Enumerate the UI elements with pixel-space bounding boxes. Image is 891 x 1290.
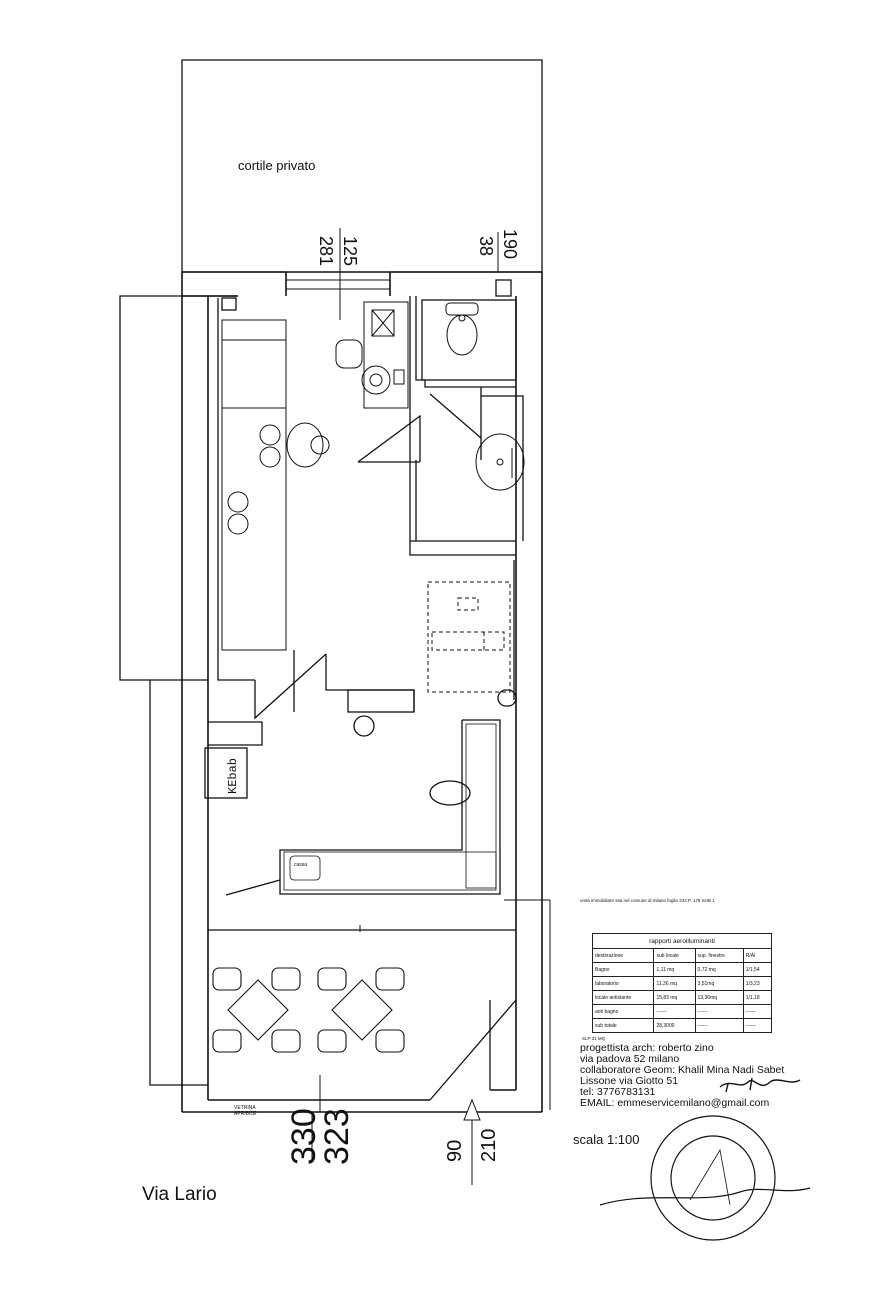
bathroom-fixtures (445, 302, 525, 491)
dim-125: 125 (340, 236, 360, 267)
front-walls (204, 689, 517, 1101)
table-row: Bagno 1,11 mq 0,72 mq 1/1,54 (591, 962, 773, 977)
table-cell: ------ (653, 1004, 696, 1019)
table-cell: 0,72 mq (694, 962, 744, 977)
table-cell: sub totale (591, 1018, 655, 1033)
street-label: Via Lario (142, 1184, 217, 1205)
credit-line: EMAIL: emmeservicemilano@gmail.com (580, 1097, 770, 1109)
ventilation-table: rapporti aeroilluminanti destinazione su… (591, 933, 773, 1033)
table-row: sub totale 28,3000 ------ ------ (591, 1018, 773, 1033)
credit-line: collaboratore Geom: Khalil Mina Nadi Sab… (580, 1064, 785, 1076)
table-cell: 1/1,54 (742, 962, 773, 977)
table-header-cell: sup. finestre (694, 948, 744, 963)
dim-190: 190 (500, 229, 520, 260)
bar-counter (279, 715, 501, 895)
table-cell: 11,36 mq (653, 976, 696, 991)
table-cell: 15,83 mq (653, 990, 696, 1005)
table-cell: 28,3000 (653, 1018, 696, 1033)
credit-line: progettista arch: roberto zino (580, 1042, 714, 1054)
vetrina-label: VETRINA (234, 1105, 256, 1111)
table-row: anti bagno ------ ------ ------ (591, 1004, 773, 1019)
table-cell: Bagno (591, 962, 655, 977)
table-cell: ------ (694, 1004, 744, 1019)
table-cell: 1/3,23 (742, 976, 773, 991)
table-row: locale antistante 15,83 mq 13,36mq 1/1,1… (591, 990, 773, 1005)
kitchen-door (254, 650, 415, 720)
dim-38: 38 (476, 236, 496, 257)
table-footer: SLP 31 MQ (582, 1036, 606, 1041)
table-title: rapporti aeroilluminanti (592, 933, 772, 949)
scale-label: scala 1:100 (573, 1132, 640, 1147)
table-cell: ------ (694, 1018, 744, 1033)
dining-tables (212, 967, 405, 1053)
table-cell: anti bagno (591, 1004, 655, 1019)
storage-shelves (427, 581, 511, 693)
dim-281: 281 (316, 236, 336, 267)
table-header-cell: R/Ai (742, 948, 773, 963)
boundary-lines (119, 295, 238, 1086)
outer-walls (181, 271, 543, 1113)
table-cell: 13,36mq (694, 990, 744, 1005)
table-cell: ------ (742, 1018, 773, 1033)
credit-line: tel: 3776783131 (580, 1086, 656, 1098)
table-row: laboratorio 11,36 mq 3,51mq 1/3,23 (591, 976, 773, 991)
table-header-cell: sub locale (653, 948, 696, 963)
credits-block: progettista arch: roberto zino via padov… (580, 1043, 784, 1109)
courtyard-label: cortile privato (238, 158, 316, 173)
table-cell: 1/1,18 (742, 990, 773, 1005)
table-cell: locale antistante (591, 990, 655, 1005)
table-header-cell: destinazione (591, 948, 655, 963)
signature (719, 1077, 801, 1093)
kitchen-counter (221, 301, 409, 651)
apribile-label: APRIBILE (234, 1111, 257, 1117)
dim-90: 90 (444, 1139, 466, 1162)
credit-line: Lissone via Giotto 51 (580, 1075, 679, 1087)
dim-210: 210 (478, 1128, 500, 1162)
cassa-label: cassa (294, 862, 308, 868)
table-cell: laboratorio (591, 976, 655, 991)
property-note: unità immobiliare sita nel comune di mil… (580, 898, 715, 903)
table-cell: 3,51mq (694, 976, 744, 991)
credit-line: via padova 52 milano (580, 1053, 680, 1065)
table-header: destinazione sub locale sup. finestre R/… (591, 948, 773, 963)
architect-stamp (599, 1115, 811, 1241)
storage-wall (513, 560, 515, 700)
table-cell: ------ (742, 1004, 773, 1019)
dimension-lines (311, 228, 551, 1185)
table-cell: 1,11 mq (653, 962, 696, 977)
dim-323: 323 (318, 1108, 356, 1165)
kebab-sign: KEbab (226, 757, 240, 794)
